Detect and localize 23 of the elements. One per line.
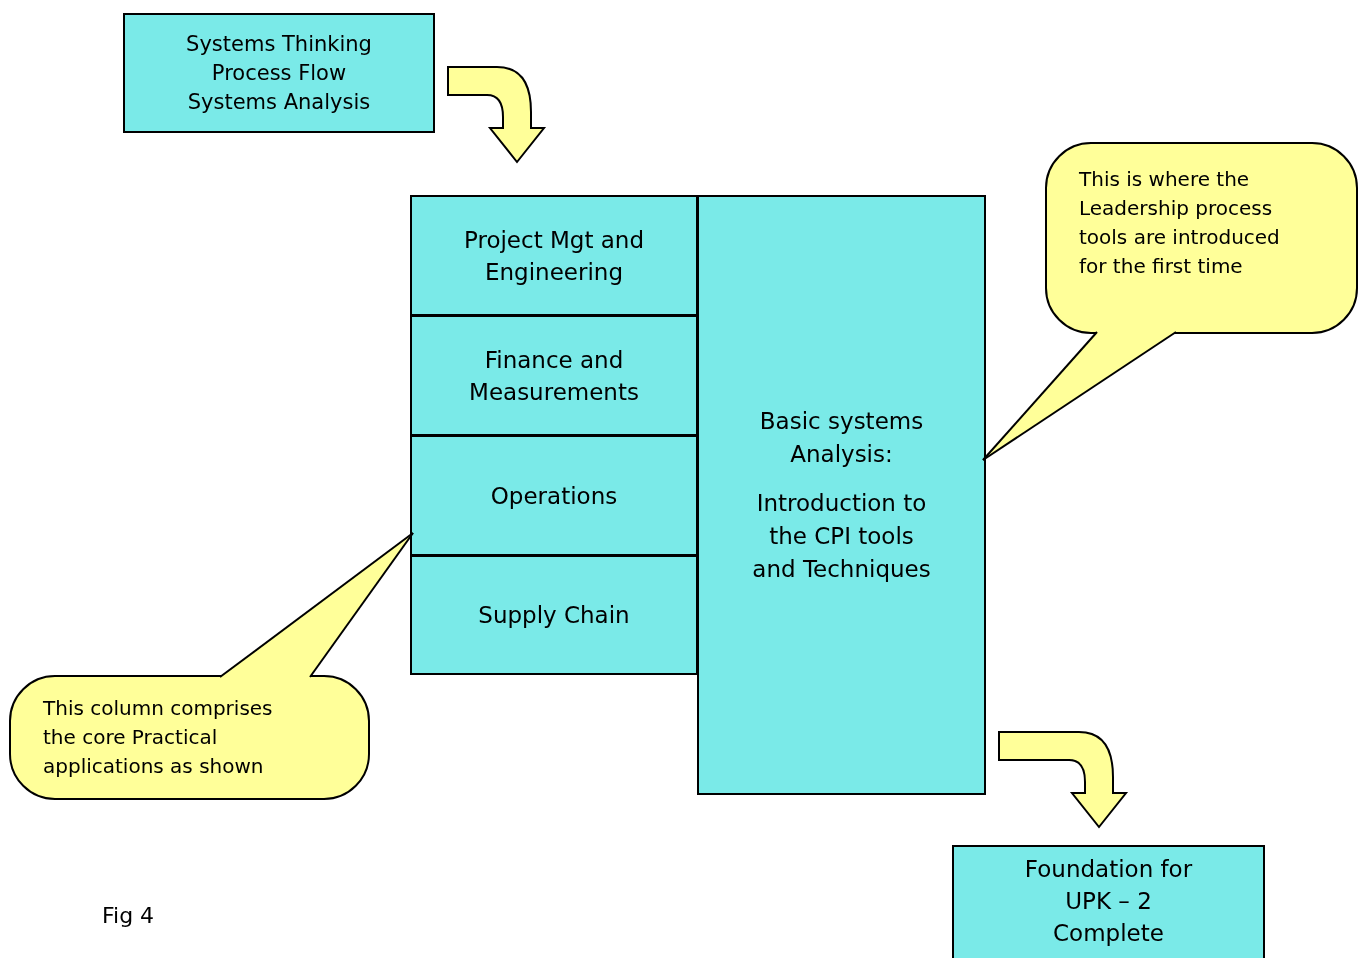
box-text: Finance and Measurements <box>468 345 640 407</box>
curved-block-arrow <box>998 731 1127 828</box>
process-box <box>410 555 698 675</box>
process-box <box>123 13 435 133</box>
box-text: Operations <box>490 481 618 511</box>
process-box <box>410 195 698 316</box>
box-text: Project Mgt and Engineering <box>462 225 645 287</box>
process-box <box>697 195 986 795</box>
box-text: Systems Thinking <box>186 30 372 58</box>
figure-label: Fig 4 <box>102 902 155 930</box>
box-text: Foundation for UPK – 2 Complete <box>1023 855 1194 948</box>
box-text: Process Flow <box>211 59 347 87</box>
speech-bubble <box>9 675 370 800</box>
process-box <box>410 435 698 556</box>
box-text: Basic systems Analysis: <box>758 406 925 469</box>
box-text: Supply Chain <box>478 601 630 630</box>
box-text: Introduction to the CPI tools and Techniques <box>751 488 932 584</box>
box-text: Systems Analysis <box>187 88 371 116</box>
process-box <box>410 315 698 436</box>
box-text: This column comprises the core Practical applications as shown <box>43 695 274 780</box>
curved-block-arrow <box>447 66 545 163</box>
process-box <box>952 845 1265 958</box>
box-text: This is where the Leadership process tools are introduced for the first time <box>1079 166 1281 280</box>
